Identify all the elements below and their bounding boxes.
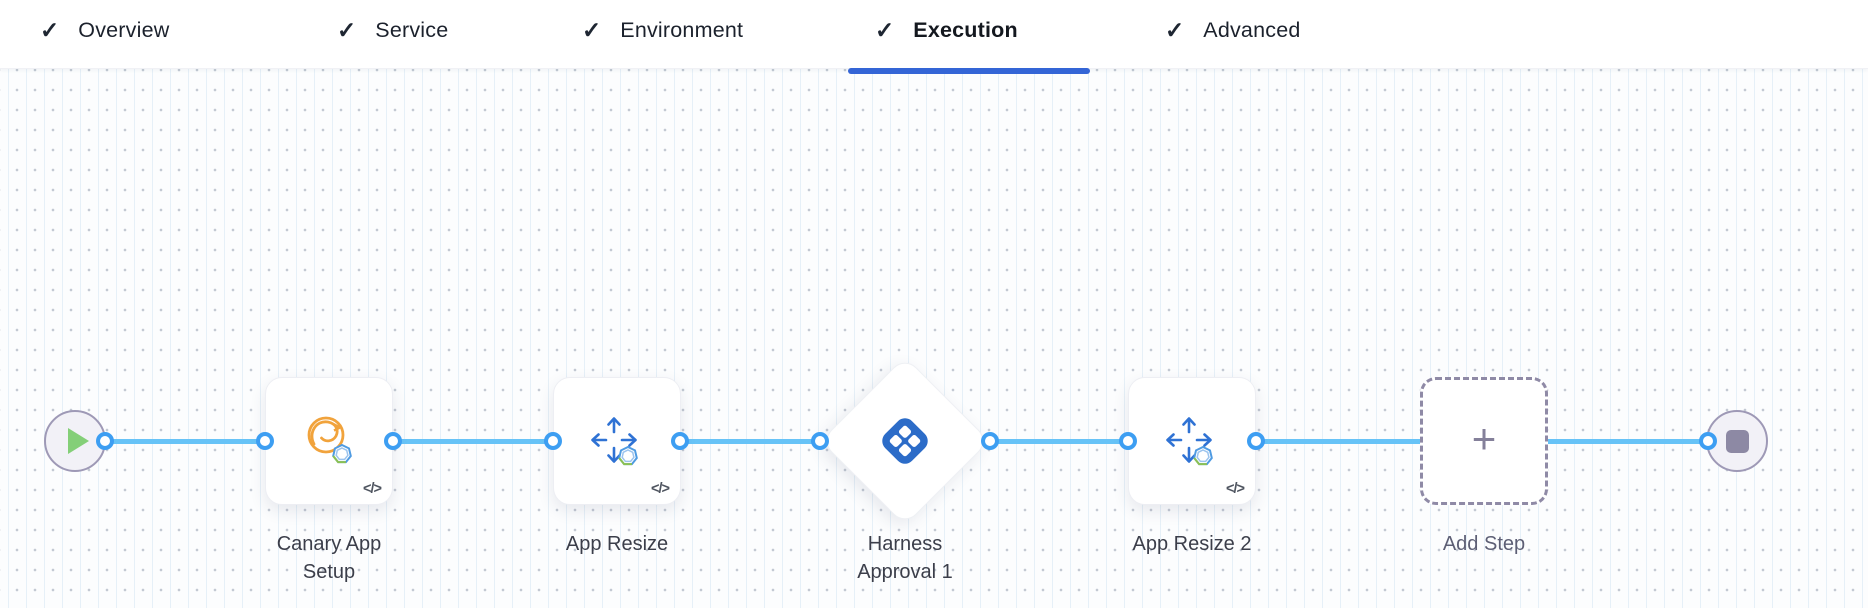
end-node [1706,410,1768,472]
connector-port-canary-out[interactable] [384,432,402,450]
tab-overview[interactable]: ✓ Overview [40,0,169,60]
harness-logo-icon [882,418,928,464]
check-icon: ✓ [875,16,895,43]
tab-advanced[interactable]: ✓ Advanced [1165,0,1301,60]
tab-environment[interactable]: ✓ Environment [582,0,743,60]
node-label-harness-approval-1: Harness Approval 1 [857,533,953,583]
tab-service[interactable]: ✓ Service [337,0,448,60]
node-label-add-step: Add Step [1442,533,1526,555]
check-icon: ✓ [337,16,357,43]
pipeline-canvas[interactable]: </> </> [0,68,1868,608]
tab-execution[interactable]: ✓ Execution [875,0,1018,60]
code-icon: </> [651,481,670,497]
connector-port-resize1-out[interactable] [671,432,689,450]
plus-icon: + [1471,414,1497,462]
connector-port-canary-in[interactable] [256,432,274,450]
connector-port-approval-out[interactable] [981,432,999,450]
play-icon [68,428,89,454]
node-label-app-resize-2: App Resize 2 [1132,533,1252,555]
active-tab-indicator [848,68,1090,74]
config-tab-bar: ✓ Overview ✓ Service ✓ Environment ✓ Exe… [0,0,1868,69]
check-icon: ✓ [40,16,60,43]
connector-port-resize2-in[interactable] [1119,432,1137,450]
connector-port-approval-in[interactable] [811,432,829,450]
connector-port-resize1-in[interactable] [544,432,562,450]
step-node-app-resize-2[interactable]: </> [1128,377,1256,505]
connector-port-end-in[interactable] [1699,432,1717,450]
add-step-button[interactable]: + [1420,377,1548,505]
tab-label: Execution [913,17,1018,42]
tab-label: Environment [620,17,744,42]
start-node [44,410,106,472]
canary-bird-icon [307,416,352,464]
node-label-app-resize: App Resize [565,533,669,555]
tab-label: Service [375,17,449,42]
check-icon: ✓ [1165,16,1185,43]
step-node-canary-app-setup[interactable]: </> [265,377,393,505]
code-icon: </> [363,481,382,497]
tab-label: Overview [78,17,170,42]
step-node-app-resize[interactable]: </> [553,377,681,505]
stop-icon [1725,429,1749,453]
code-icon: </> [1226,481,1245,497]
connector-port-start-out[interactable] [96,432,114,450]
resize-arrows-icon [591,417,638,466]
connector-port-resize2-out[interactable] [1247,432,1265,450]
resize-arrows-icon [1166,417,1213,466]
check-icon: ✓ [582,16,602,43]
approval-node-harness-approval-1[interactable] [820,356,990,526]
node-label-canary-app-setup: Canary App Setup [276,533,382,583]
tab-label: Advanced [1203,17,1301,42]
